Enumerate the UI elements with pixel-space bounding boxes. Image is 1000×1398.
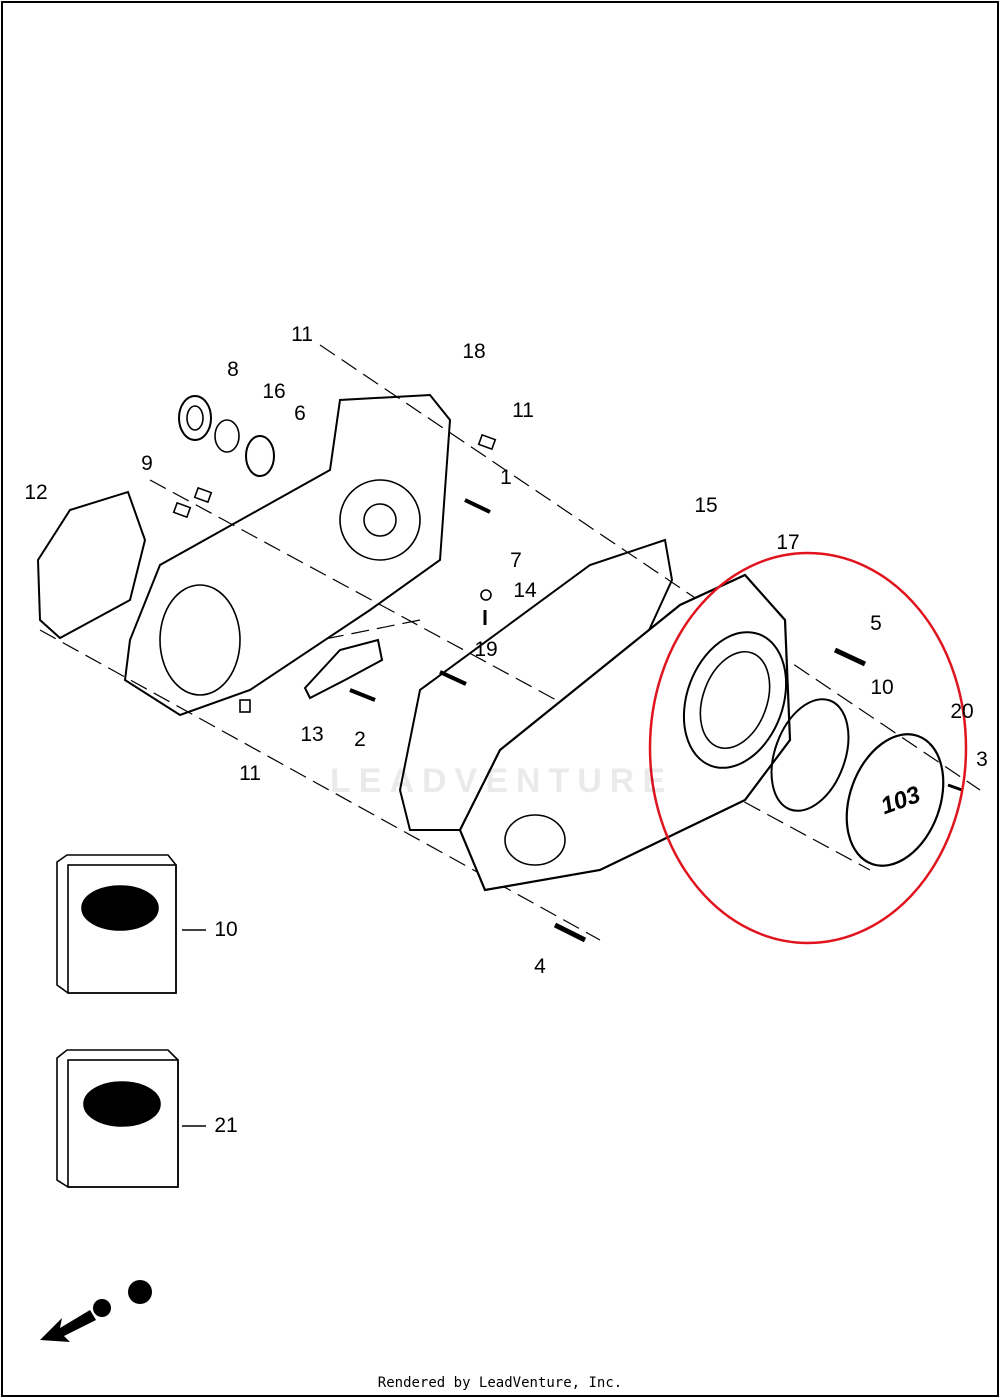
callout-11[interactable]: 11 (239, 762, 261, 785)
callout-11[interactable]: 11 (512, 399, 534, 422)
callout-12[interactable]: 12 (24, 481, 48, 504)
bearing-6 (245, 435, 275, 477)
callout-7[interactable]: 7 (510, 549, 522, 572)
callout-18[interactable]: 18 (462, 340, 486, 363)
callout-2[interactable]: 2 (354, 728, 366, 751)
footer-credit: Rendered by LeadVenture, Inc. (377, 1375, 623, 1391)
callout-16[interactable]: 16 (262, 380, 286, 403)
callout-10[interactable]: 10 (214, 918, 238, 941)
callout-14[interactable]: 14 (513, 579, 537, 602)
gasket-15 (398, 538, 674, 831)
callout-10[interactable]: 10 (870, 676, 894, 699)
callout-13[interactable]: 13 (300, 723, 324, 746)
callout-9[interactable]: 9 (141, 452, 153, 475)
highlight-circle (648, 551, 968, 945)
inner-primary-housing (123, 393, 452, 717)
callout-5[interactable]: 5 (870, 612, 882, 635)
seal-8 (178, 395, 212, 441)
front-direction-arrow-icon (40, 1280, 152, 1342)
genuine-parts-packet-10 (56, 854, 177, 994)
retaining-ring-16 (214, 419, 240, 453)
outer-primary-cover-17 (458, 573, 792, 892)
o-ring-10 (770, 698, 850, 812)
derby-cover-20 (845, 733, 945, 867)
callout-1[interactable]: 1 (500, 466, 512, 489)
callout-8[interactable]: 8 (227, 358, 239, 381)
callout-11[interactable]: 11 (291, 323, 313, 346)
genuine-parts-packet-21 (56, 1049, 179, 1188)
derby-cover-decal: 103 (877, 781, 924, 820)
callout-19[interactable]: 19 (474, 638, 498, 661)
watermark: LEADVENTURE (330, 762, 674, 800)
callout-21[interactable]: 21 (214, 1114, 238, 1137)
chain-tensioner-13 (303, 638, 384, 700)
callout-20[interactable]: 20 (950, 700, 974, 723)
callout-3[interactable]: 3 (976, 748, 988, 771)
callout-17[interactable]: 17 (776, 531, 800, 554)
callout-4[interactable]: 4 (534, 955, 546, 978)
gasket-12 (36, 490, 147, 640)
callout-15[interactable]: 15 (694, 494, 718, 517)
callout-6[interactable]: 6 (294, 402, 306, 425)
assembly-centerlines (39, 344, 981, 941)
